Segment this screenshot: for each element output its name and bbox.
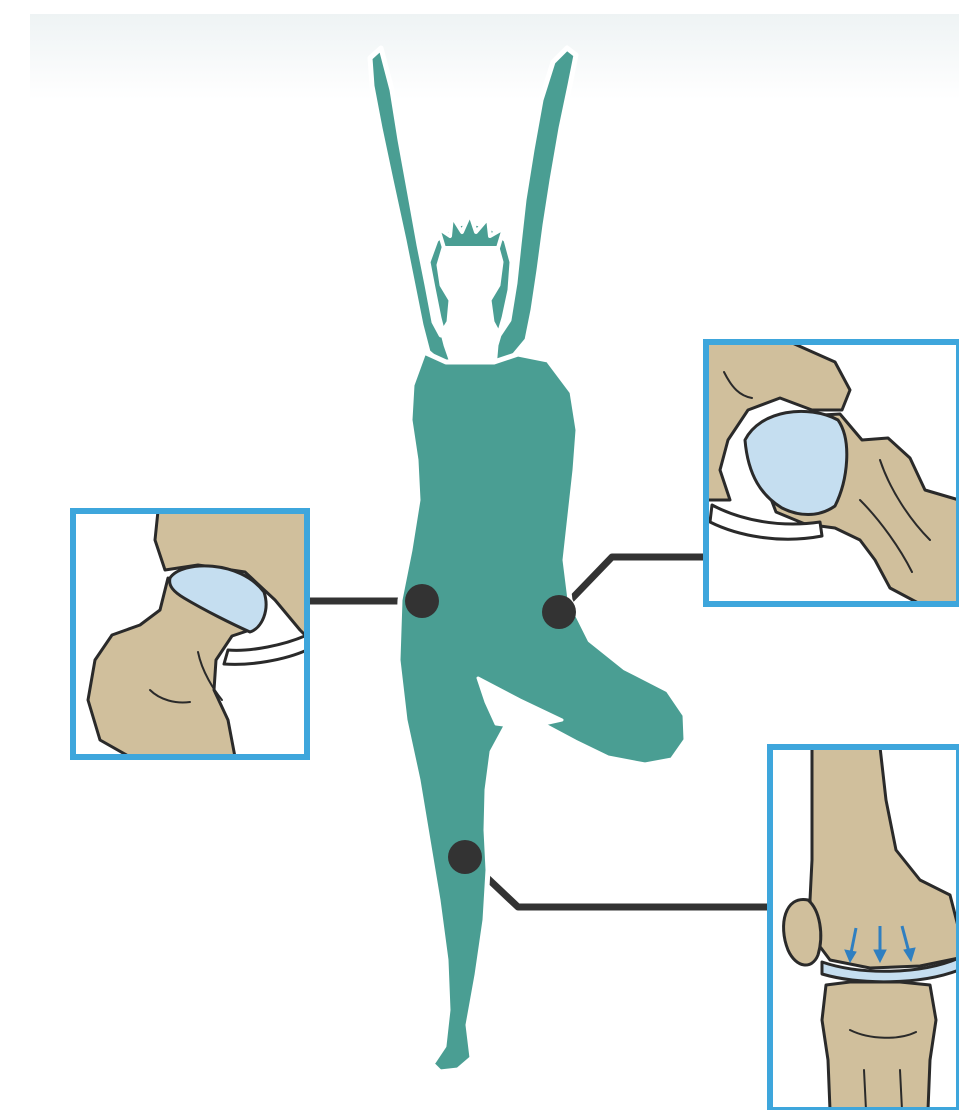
connector-knee [465, 857, 770, 907]
patella [784, 899, 821, 965]
joint-marker-knee [448, 840, 482, 874]
callout-raised-hip [706, 342, 959, 604]
connector-right-hip [559, 557, 706, 612]
joint-marker-left-hip [405, 584, 439, 618]
callout-knee [770, 747, 959, 1110]
background-band [30, 14, 959, 100]
joint-marker-right-hip [542, 595, 576, 629]
callout-standing-hip [73, 511, 310, 757]
tibia [822, 982, 936, 1110]
